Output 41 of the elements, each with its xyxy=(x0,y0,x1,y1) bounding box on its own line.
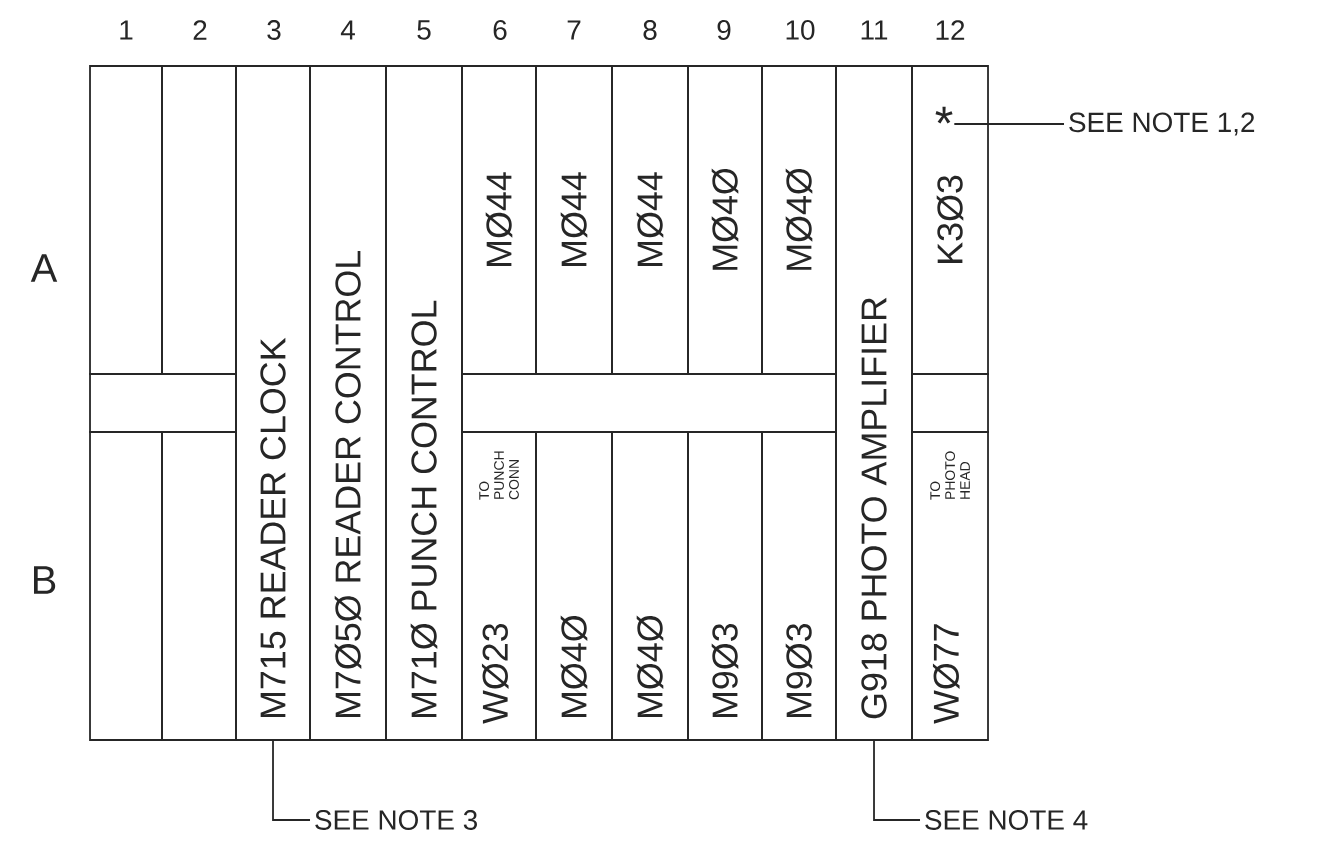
column-number: 7 xyxy=(567,20,581,40)
module-slot: MØ44 xyxy=(461,65,537,375)
module-slot: MØ44 xyxy=(535,65,613,375)
module-slot: MØ4Ø xyxy=(761,65,837,375)
module-slot: M9Ø3 xyxy=(687,431,763,741)
asterisk-mark: * xyxy=(935,106,953,124)
leader-line xyxy=(873,740,921,821)
module-slot: M715 READER CLOCK xyxy=(235,65,311,741)
column-number: 9 xyxy=(717,20,731,40)
column-number: 5 xyxy=(417,20,431,40)
empty-slot xyxy=(89,65,163,375)
module-slot: MØ44 xyxy=(611,65,689,375)
empty-slot xyxy=(161,65,237,375)
column-number: 1 xyxy=(120,20,133,40)
column-number: 4 xyxy=(340,20,355,40)
row-letter: A xyxy=(30,254,58,282)
note-text: SEE NOTE 4 xyxy=(925,810,1088,830)
empty-slot xyxy=(89,373,237,433)
module-slot: MØ4Ø xyxy=(535,431,613,741)
empty-slot xyxy=(911,373,989,433)
leader-line xyxy=(272,740,311,821)
module-slot: G918 PHOTO AMPLIFIER xyxy=(835,65,913,741)
column-number: 11 xyxy=(861,20,888,40)
empty-slot xyxy=(161,431,237,741)
column-number: 3 xyxy=(267,20,281,40)
row-letter: B xyxy=(34,566,56,594)
note-text: SEE NOTE 1,2 xyxy=(1069,112,1255,136)
column-number: 10 xyxy=(786,20,815,40)
column-number: 12 xyxy=(936,20,965,40)
column-number: 8 xyxy=(643,20,657,40)
leader-line xyxy=(954,122,1065,125)
note-text: SEE NOTE 3 xyxy=(315,810,477,830)
module-slot: M71Ø PUNCH CONTROL xyxy=(385,65,463,741)
module-slot: M9Ø3 xyxy=(761,431,837,741)
empty-slot xyxy=(461,373,837,433)
empty-slot xyxy=(89,431,163,741)
module-slot: MØ4Ø xyxy=(687,65,763,375)
module-slot: MØ4Ø xyxy=(611,431,689,741)
module-slot: M7Ø5Ø READER CONTROL xyxy=(309,65,387,741)
column-number: 6 xyxy=(493,20,507,40)
column-number: 2 xyxy=(193,20,207,40)
